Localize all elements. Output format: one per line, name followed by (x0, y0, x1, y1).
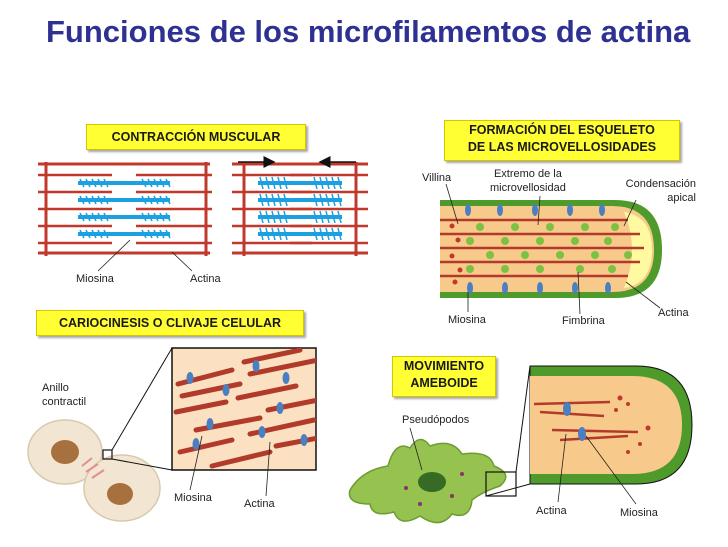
amoeboid-actin-label: Actina (536, 505, 567, 517)
microvilli-heading-line2: DE LAS MICROVELLOSIDADES (467, 140, 657, 154)
amoeboid-myosin-label: Miosina (620, 507, 658, 519)
cytokinesis-heading: CARIOCINESIS O CLIVAJE CELULAR (36, 310, 304, 336)
microvillus-tip-label: Extremo de la microvellosidad (490, 167, 566, 195)
sarcomere-relaxed (38, 162, 212, 256)
contractile-ring-zoom (171, 347, 317, 471)
muscle-contraction-heading: CONTRACCIÓN MUSCULAR (86, 124, 306, 150)
cytokinesis-actin-label: Actina (244, 498, 275, 510)
amoeboid-heading-line2: AMEBOIDE (410, 376, 478, 390)
ring-label-line1: Anillo (42, 382, 69, 394)
contractile-ring-label: Anillo contractil (42, 381, 86, 409)
microvillus (440, 200, 662, 298)
muscle-myosin-label: Miosina (76, 273, 114, 285)
microvilli-myosin-label: Miosina (448, 314, 486, 326)
dividing-cell (27, 419, 161, 522)
apical-line1: Condensación (625, 178, 696, 190)
muscle-heading-text: CONTRACCIÓN MUSCULAR (111, 130, 281, 144)
muscle-actin-label: Actina (190, 273, 221, 285)
amoeba-cell (348, 438, 517, 524)
microvilli-actin-label: Actina (658, 307, 689, 319)
pseudopod-zoom (529, 365, 693, 485)
fimbrin-label: Fimbrina (562, 315, 605, 327)
apical-line2: apical (667, 192, 696, 204)
sarcomere-contracted (232, 156, 368, 256)
pseudopods-label: Pseudópodos (402, 414, 470, 426)
apical-condensation-label: Condensación apical (616, 177, 696, 205)
cytokinesis-myosin-label: Miosina (174, 492, 212, 504)
amoeboid-heading: MOVIMIENTO AMEBOIDE (392, 356, 496, 397)
microvilli-heading: FORMACIÓN DEL ESQUELETO DE LAS MICROVELL… (444, 120, 680, 161)
microvillus-tip-line1: Extremo de la (493, 168, 562, 180)
ring-label-line2: contractil (42, 396, 87, 408)
cytokinesis-heading-text: CARIOCINESIS O CLIVAJE CELULAR (58, 316, 281, 330)
villin-label: Villina (422, 172, 452, 184)
amoeboid-heading-line1: MOVIMIENTO (403, 359, 485, 373)
microvillus-tip-line2: microvellosidad (490, 182, 566, 194)
page-title: Funciones de los microfilamentos de acti… (46, 14, 691, 49)
microvilli-heading-line1: FORMACIÓN DEL ESQUELETO (469, 123, 655, 137)
